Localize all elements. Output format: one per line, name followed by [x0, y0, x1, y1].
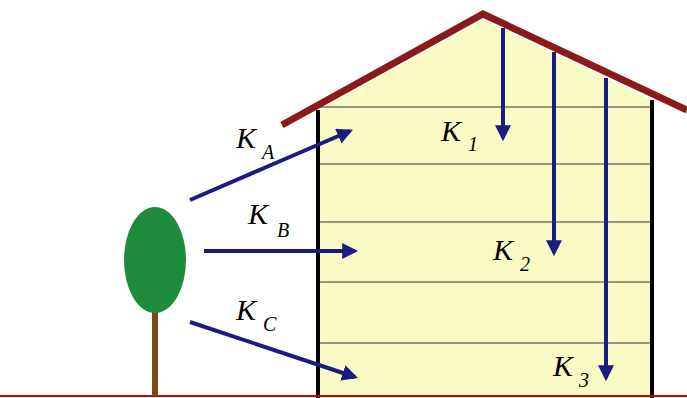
roof [282, 14, 687, 125]
floor-lines [318, 107, 652, 343]
tree-crown [124, 207, 186, 313]
house-left-wall [316, 110, 320, 398]
symbol-k: K [493, 235, 513, 265]
flux-arrows [190, 28, 606, 378]
subscript: 2 [520, 254, 530, 274]
symbol-k: K [236, 123, 256, 153]
house-right-wall [650, 100, 654, 398]
symbol-k: K [553, 351, 573, 381]
symbol-k: K [236, 295, 256, 325]
tree-trunk [152, 305, 158, 396]
subscript: B [277, 220, 289, 240]
symbol-k: K [441, 116, 461, 146]
ground-line [0, 395, 687, 397]
symbol-k: K [248, 199, 268, 229]
subscript: A [262, 142, 274, 162]
subscript: C [263, 314, 276, 334]
subscript: 1 [468, 134, 478, 154]
subscript: 3 [579, 370, 589, 390]
